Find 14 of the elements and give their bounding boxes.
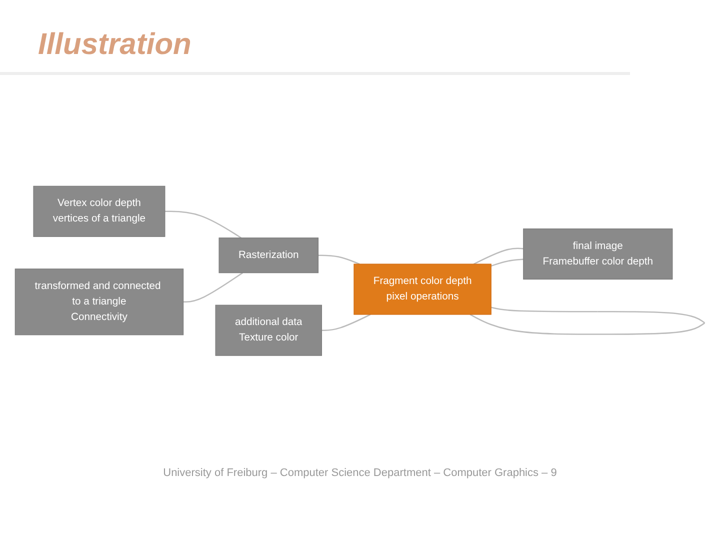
node-box: Vertex color depth vertices of a triangle xyxy=(33,186,166,238)
node-box: Fragment color depth pixel operations xyxy=(354,264,492,315)
connector xyxy=(473,248,524,265)
node-box: additional data Texture color xyxy=(215,304,322,356)
node-box: Rasterization xyxy=(218,238,319,274)
connector xyxy=(164,210,242,239)
footer-caption: University of Freiburg – Computer Science Department – Computer Graphics – 9 xyxy=(162,467,558,479)
connector xyxy=(490,258,524,267)
connector xyxy=(322,314,371,332)
slide-title: Illustration xyxy=(38,28,192,62)
node-box: transformed and connected to a triangle Connectivity xyxy=(14,268,184,336)
connector xyxy=(318,254,360,265)
connector xyxy=(183,272,244,303)
node-box: final image Framebuffer color depth xyxy=(523,228,673,280)
